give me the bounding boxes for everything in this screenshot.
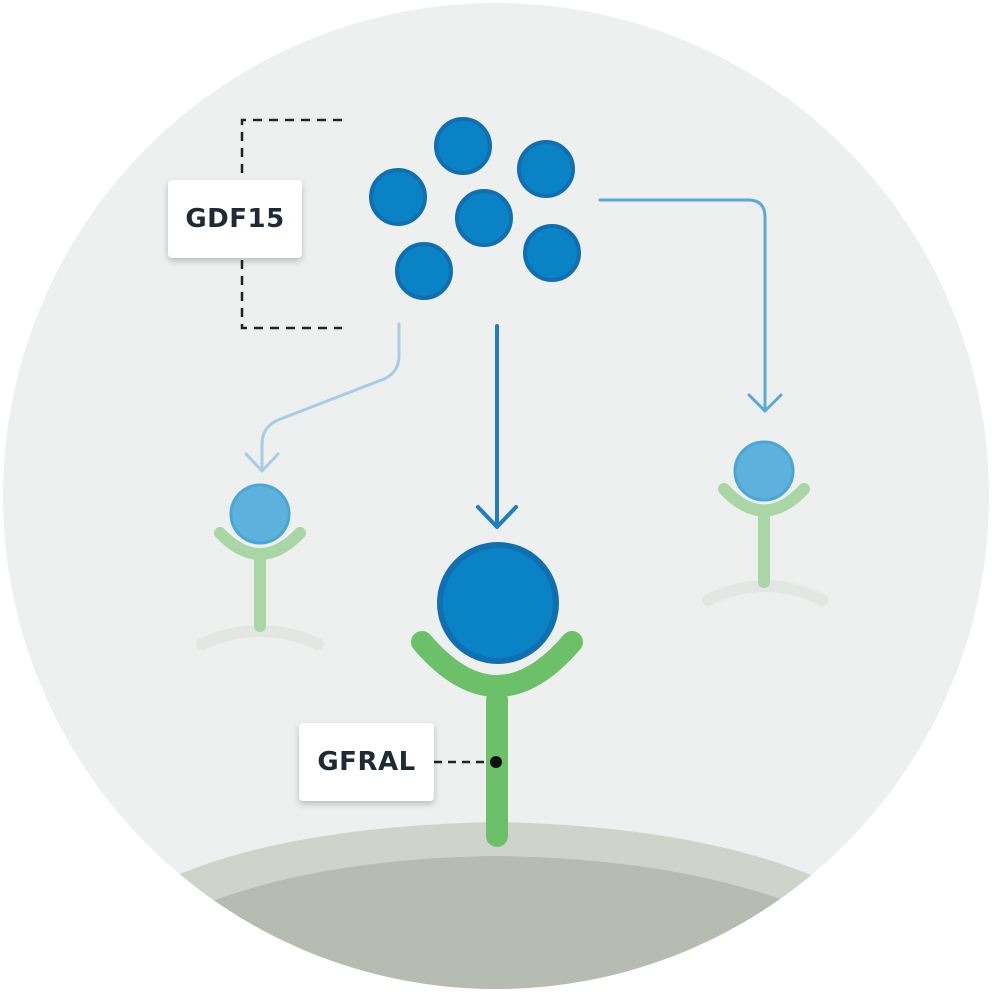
- gdf15-bound-faded: [733, 440, 795, 502]
- gdf15-molecule: [369, 168, 427, 226]
- gdf15-bracket: [240, 118, 342, 330]
- gfral-label: GFRAL: [299, 723, 434, 801]
- gdf15-molecule: [434, 117, 492, 175]
- arrow-center: [476, 324, 518, 529]
- arrow-left: [244, 322, 401, 473]
- gdf15-bound: [437, 542, 559, 664]
- gfral-label-text: GFRAL: [317, 747, 416, 777]
- gdf15-molecule-icon: [369, 117, 581, 300]
- arrow-right: [598, 198, 783, 413]
- gfral-connector-dot: [490, 756, 502, 768]
- gdf15-molecule: [523, 224, 581, 282]
- gdf15-label: GDF15: [168, 180, 302, 258]
- gdf15-bound-faded: [229, 483, 291, 545]
- gdf15-molecule: [517, 140, 575, 198]
- gdf15-molecule: [395, 242, 453, 300]
- gfral-receptor-icon-faded-left: [214, 483, 306, 632]
- gdf15-label-text: GDF15: [185, 204, 285, 234]
- gdf15-molecule: [455, 189, 513, 247]
- gfral-receptor-icon-faded-right: [718, 440, 810, 588]
- gfral-receptor-icon: [411, 542, 583, 847]
